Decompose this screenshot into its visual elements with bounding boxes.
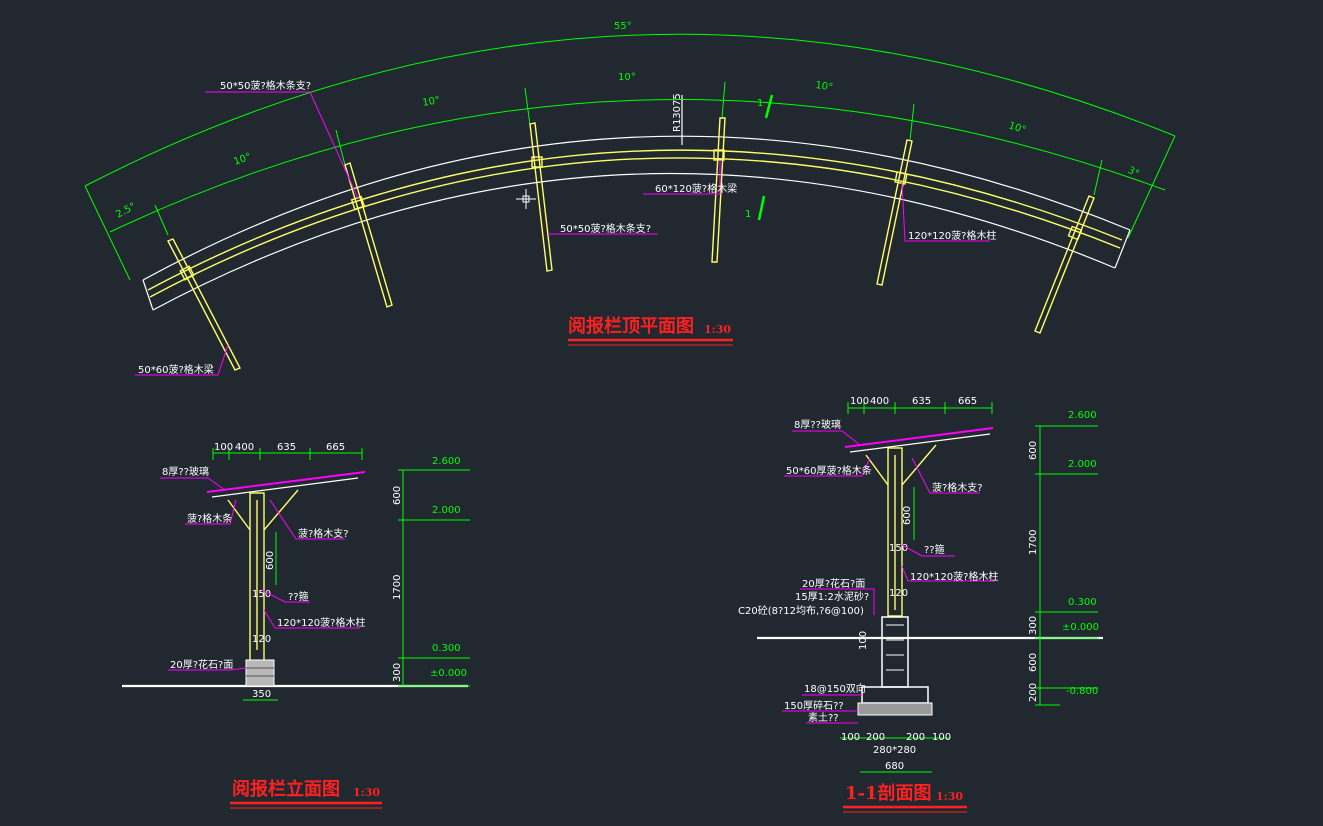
plan-label-beam: 60*120菠?格木梁 <box>655 182 737 195</box>
plan-roof-outline-top <box>142 135 1131 281</box>
section-label-hoop: ??箍 <box>924 543 945 556</box>
section-label-strut: 菠?格木支? <box>932 481 983 494</box>
elevation-dim-150: 150 <box>252 589 271 600</box>
section-dim-bottom: 200 <box>906 732 925 743</box>
plan-arc-seg: 2.5° <box>114 201 138 221</box>
elevation-label-stone: 20厚?花石?面 <box>170 658 233 671</box>
plan-arc-seg: 10° <box>1007 120 1027 136</box>
elevation-level: ±0.000 <box>430 668 467 679</box>
section-label-concrete: C20砼(8?12均布,?6@100) <box>738 604 864 617</box>
cursor-crosshair-icon <box>516 189 536 209</box>
plan-label-strut-top: 50*50菠?格木条支? <box>220 79 311 92</box>
section-dim-right: 600 <box>1028 441 1039 460</box>
elevation-title: 阅报栏立面图 <box>232 778 340 800</box>
section-level: ±0.000 <box>1062 622 1099 633</box>
section-label-stone: 20厚?花石?面 <box>802 577 865 590</box>
section-label-soil: 素土?? <box>808 711 839 724</box>
section-dim-150: 150 <box>889 543 908 554</box>
elevation-dim-120: 120 <box>252 634 271 645</box>
plan-label-strut-mid: 50*50菠?格木条支? <box>560 222 651 235</box>
elevation-label-strut: 菠?格木支? <box>298 527 349 540</box>
section-dim-right: 1700 <box>1028 530 1039 555</box>
elevation-dim-right: 1700 <box>392 575 403 600</box>
elevation-glass <box>206 471 366 493</box>
section-dim-right: 200 <box>1028 683 1039 702</box>
elevation-dim-top: 400 <box>235 442 254 453</box>
section-glass <box>844 427 994 448</box>
section-gravel <box>857 702 933 716</box>
plan-arc-seg: 3° <box>1126 165 1141 180</box>
plan-label-rib: 50*60菠?格木梁 <box>138 363 214 376</box>
plan-arc-seg: 10° <box>815 80 834 93</box>
plan-arc-seg: 10° <box>232 151 252 167</box>
elevation-dim-350: 350 <box>252 689 271 700</box>
elevation-level: 0.300 <box>432 643 461 654</box>
section-label-rib: 50*60厚菠?格木条 <box>786 464 872 477</box>
plan-ribs <box>167 117 1095 371</box>
elevation-dim-right: 300 <box>392 663 403 682</box>
section-dim-600: 600 <box>902 506 913 525</box>
elevation-level: 2.000 <box>432 505 461 516</box>
elevation-label-hoop: ??箍 <box>288 590 309 603</box>
section-label-glass: 8厚??玻璃 <box>794 418 841 431</box>
section-view: 100 400 635 665 600 1700 300 600 200 2.6… <box>738 396 1103 813</box>
elevation-dim-600: 600 <box>265 551 276 570</box>
plan-title: 阅报栏顶平面图 <box>568 315 694 337</box>
elevation-scale: 1:30 <box>353 786 380 799</box>
section-dim-100: 100 <box>858 631 869 650</box>
section-level: 0.300 <box>1068 597 1097 608</box>
elevation-label-glass: 8厚??玻璃 <box>162 465 209 478</box>
plan-arc-seg: 10° <box>422 95 441 109</box>
plan-beam <box>147 149 1123 291</box>
elevation-label-post: 120*120菠?格木柱 <box>277 616 365 629</box>
section-level: -0.800 <box>1066 686 1098 697</box>
elevation-dim-top: 100 <box>214 442 233 453</box>
plan-label-post: 120*120菠?格木柱 <box>908 229 996 242</box>
section-dim-bottom: 100 <box>841 732 860 743</box>
section-label-post: 120*120菠?格木柱 <box>910 570 998 583</box>
plan-view: 55° 2.5° 10° 10° 10° 10° 10° 3° <box>84 21 1176 376</box>
section-title: 1-1剖面图 <box>845 782 932 804</box>
section-level: 2.600 <box>1068 410 1097 421</box>
section-dim-top: 635 <box>912 396 931 407</box>
elevation-dim-top: 635 <box>277 442 296 453</box>
plan-scale: 1:30 <box>704 323 731 336</box>
plan-section-marker: 1 <box>745 209 751 220</box>
section-dim-680: 680 <box>885 761 904 772</box>
elevation-dim-top: 665 <box>326 442 345 453</box>
plan-arc-total: 55° <box>614 21 632 32</box>
elevation-label-rib: 菠?格木条 <box>187 512 232 525</box>
section-dim-280: 280*280 <box>873 745 916 756</box>
elevation-view: 100 400 635 665 600 1700 300 2.600 2.000… <box>122 442 470 809</box>
section-scale: 1:30 <box>936 790 963 803</box>
section-dim-top: 100 <box>850 396 869 407</box>
plan-section-marker: 1 <box>757 98 763 109</box>
plan-dim-arc-outer <box>84 33 1176 187</box>
section-dim-top: 400 <box>870 396 889 407</box>
section-level: 2.000 <box>1068 459 1097 470</box>
section-post <box>887 447 903 617</box>
elevation-level: 2.600 <box>432 456 461 467</box>
section-footing <box>861 686 929 704</box>
section-dim-120: 120 <box>889 588 908 599</box>
plan-roof-outline-bottom <box>152 172 1116 311</box>
section-dim-top: 665 <box>958 396 977 407</box>
section-dim-right: 600 <box>1028 653 1039 672</box>
section-dim-bottom: 200 <box>866 732 885 743</box>
elevation-footing <box>245 659 275 687</box>
section-pedestal <box>881 616 909 688</box>
section-label-mortar: 15厚1:2水泥砂? <box>795 590 869 603</box>
section-dim-right: 300 <box>1028 616 1039 635</box>
plan-dim-arc-inner <box>109 99 1166 233</box>
section-label-gravel: 150厚碎石?? <box>784 699 844 712</box>
section-dim-bottom: 100 <box>932 732 951 743</box>
plan-radius: R13075 <box>672 93 683 132</box>
section-label-rebar: 18@150双向 <box>804 682 866 695</box>
elevation-dim-right: 600 <box>392 486 403 505</box>
plan-arc-seg: 10° <box>618 72 636 83</box>
